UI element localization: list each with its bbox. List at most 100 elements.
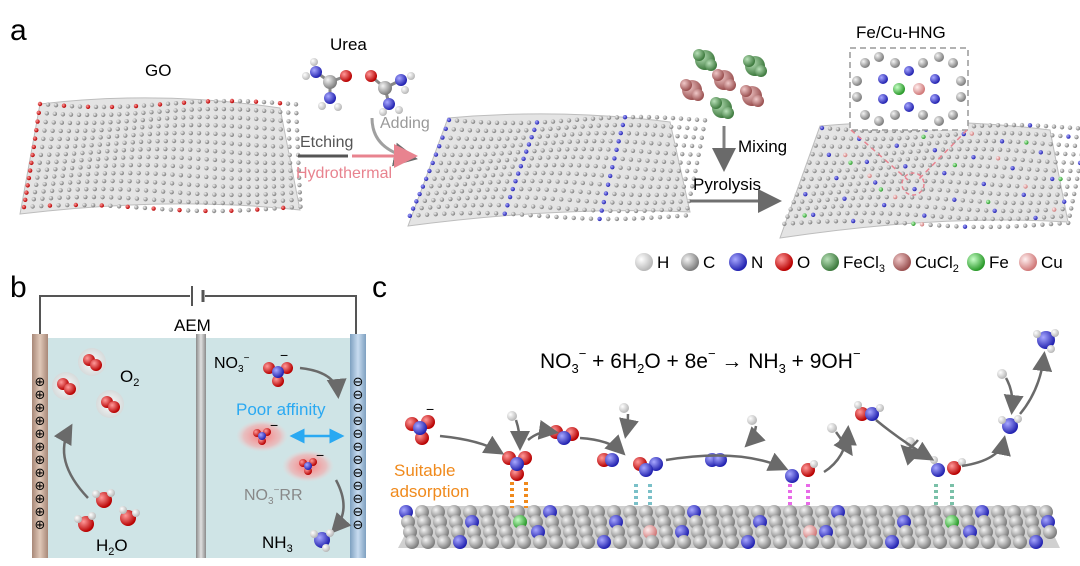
svg-text:⊕: ⊕ — [35, 388, 46, 403]
svg-text:−: − — [316, 447, 324, 463]
holey-graphene-sheet — [407, 113, 708, 227]
go-label: GO — [145, 61, 171, 80]
inset-focus-circle — [901, 172, 925, 196]
panel-a: a GO Urea — [10, 14, 1080, 275]
svg-text:⊖: ⊖ — [353, 453, 364, 468]
adsorption-bonds — [510, 482, 954, 508]
svg-text:⊕: ⊕ — [35, 466, 46, 481]
cathode-charges: ⊖⊖⊖⊖⊖⊖⊖⊖⊖⊖⊖⊖ — [353, 375, 364, 533]
nh3-label: NH3 — [262, 533, 293, 555]
external-circuit-wire — [39, 295, 357, 336]
svg-text:−: − — [270, 417, 278, 433]
aem-label: AEM — [174, 316, 211, 335]
legend-item-c: C — [681, 253, 715, 272]
svg-text:⊕: ⊕ — [35, 492, 46, 507]
anode — [32, 334, 48, 558]
svg-text:⊖: ⊖ — [353, 414, 364, 429]
fe-cu-hng-atoms — [782, 122, 1080, 230]
metal-chloride-clusters — [680, 49, 767, 119]
etching-label: Etching — [300, 134, 353, 151]
nh3-molecule — [310, 529, 334, 552]
svg-text:−: − — [426, 401, 434, 417]
svg-text:⊖: ⊖ — [353, 466, 364, 481]
svg-text:FeCl3: FeCl3 — [843, 253, 885, 275]
h2o-molecules — [74, 489, 140, 532]
panel-b-label: b — [10, 271, 27, 304]
fe-cu-hng-sheet — [779, 121, 1080, 239]
panel-c: c NO3− + 6H2O + 8e− → NH3 + 9OH− Suitabl… — [372, 271, 1060, 549]
legend-item-cu: Cu — [1019, 253, 1063, 272]
nitrate-label: NO3− — [214, 353, 250, 375]
adding-label: Adding — [380, 115, 430, 132]
nitrate-glow-2: − — [282, 447, 334, 482]
svg-text:⊖: ⊖ — [353, 401, 364, 416]
o2-bubbles — [52, 348, 124, 418]
oer-arrow — [53, 423, 89, 499]
atom-legend: H C N O FeCl3 CuCl2 Fe Cu — [635, 253, 1063, 275]
svg-text:C: C — [703, 253, 715, 272]
nitrate-molecule: − — [263, 347, 293, 387]
hydrothermal-label: Hydrothermal — [296, 165, 392, 182]
svg-text:⊖: ⊖ — [353, 375, 364, 390]
svg-text:⊕: ⊕ — [35, 479, 46, 494]
svg-text:⊖: ⊖ — [353, 427, 364, 442]
suitable-adsorption-line2: adsorption — [390, 482, 469, 501]
pyrolysis-label: Pyrolysis — [693, 175, 761, 194]
svg-text:⊕: ⊕ — [35, 427, 46, 442]
fe-cu-hng-label: Fe/Cu-HNG — [856, 23, 946, 42]
mixing-label: Mixing — [738, 137, 787, 156]
svg-text:⊕: ⊕ — [35, 440, 46, 455]
panel-b: b AEM ⊕⊕⊕⊕⊕⊕⊕⊕⊕⊕⊕⊕ ⊖⊖⊖⊖⊖⊖⊖⊖⊖⊖⊖⊖ O2 H2O N… — [10, 271, 366, 558]
svg-text:O: O — [797, 253, 810, 272]
svg-text:H: H — [657, 253, 669, 272]
svg-text:Fe: Fe — [989, 253, 1009, 272]
no3rr-label: NO3−RR — [244, 485, 303, 507]
legend-item-fecl: FeCl3 — [821, 253, 885, 275]
urea-molecules — [302, 58, 415, 116]
pathway-arrows — [439, 351, 1053, 474]
svg-text:CuCl2: CuCl2 — [915, 253, 959, 275]
panel-c-label: c — [372, 271, 387, 304]
h2o-label: H2O — [96, 536, 128, 558]
svg-text:⊖: ⊖ — [353, 440, 364, 455]
svg-text:⊖: ⊖ — [353, 388, 364, 403]
catalyst-surface — [398, 505, 1060, 549]
legend-item-n: N — [729, 253, 763, 272]
legend-item-cucl: CuCl2 — [893, 253, 959, 275]
svg-text:−: − — [280, 347, 288, 363]
svg-text:⊕: ⊕ — [35, 414, 46, 429]
svg-text:⊕: ⊕ — [35, 518, 46, 533]
svg-text:⊖: ⊖ — [353, 479, 364, 494]
holey-sheet-atoms — [407, 114, 708, 222]
cathode — [350, 334, 366, 558]
no3rr-arrow — [330, 479, 352, 534]
svg-text:Cu: Cu — [1041, 253, 1063, 272]
o2-label: O2 — [120, 367, 139, 389]
fe-cu-hng-inset — [849, 47, 969, 131]
svg-text:⊕: ⊕ — [35, 453, 46, 468]
anode-charges: ⊕⊕⊕⊕⊕⊕⊕⊕⊕⊕⊕⊕ — [35, 375, 46, 533]
inset-callout — [850, 129, 968, 181]
suitable-adsorption-line1: Suitable — [394, 461, 455, 480]
svg-text:⊖: ⊖ — [353, 505, 364, 520]
go-sheet — [19, 97, 303, 215]
svg-text:⊕: ⊕ — [35, 401, 46, 416]
poor-affinity-label: Poor affinity — [236, 400, 326, 419]
anion-exchange-membrane — [196, 334, 206, 558]
legend-item-h: H — [635, 253, 669, 272]
svg-text:⊕: ⊕ — [35, 505, 46, 520]
urea-label: Urea — [330, 35, 367, 54]
legend-item-fe: Fe — [967, 253, 1009, 272]
panel-a-label: a — [10, 14, 27, 47]
svg-text:⊖: ⊖ — [353, 492, 364, 507]
svg-text:⊖: ⊖ — [353, 518, 364, 533]
svg-text:⊕: ⊕ — [35, 375, 46, 390]
reaction-equation: NO3− + 6H2O + 8e− → NH3 + 9OH− — [540, 346, 861, 376]
svg-text:N: N — [751, 253, 763, 272]
nitrate-glow-1: − — [236, 417, 288, 452]
go-sheet-atoms — [21, 98, 303, 214]
legend-item-o: O — [775, 253, 810, 272]
nitrate-approach-arrow — [299, 366, 347, 399]
